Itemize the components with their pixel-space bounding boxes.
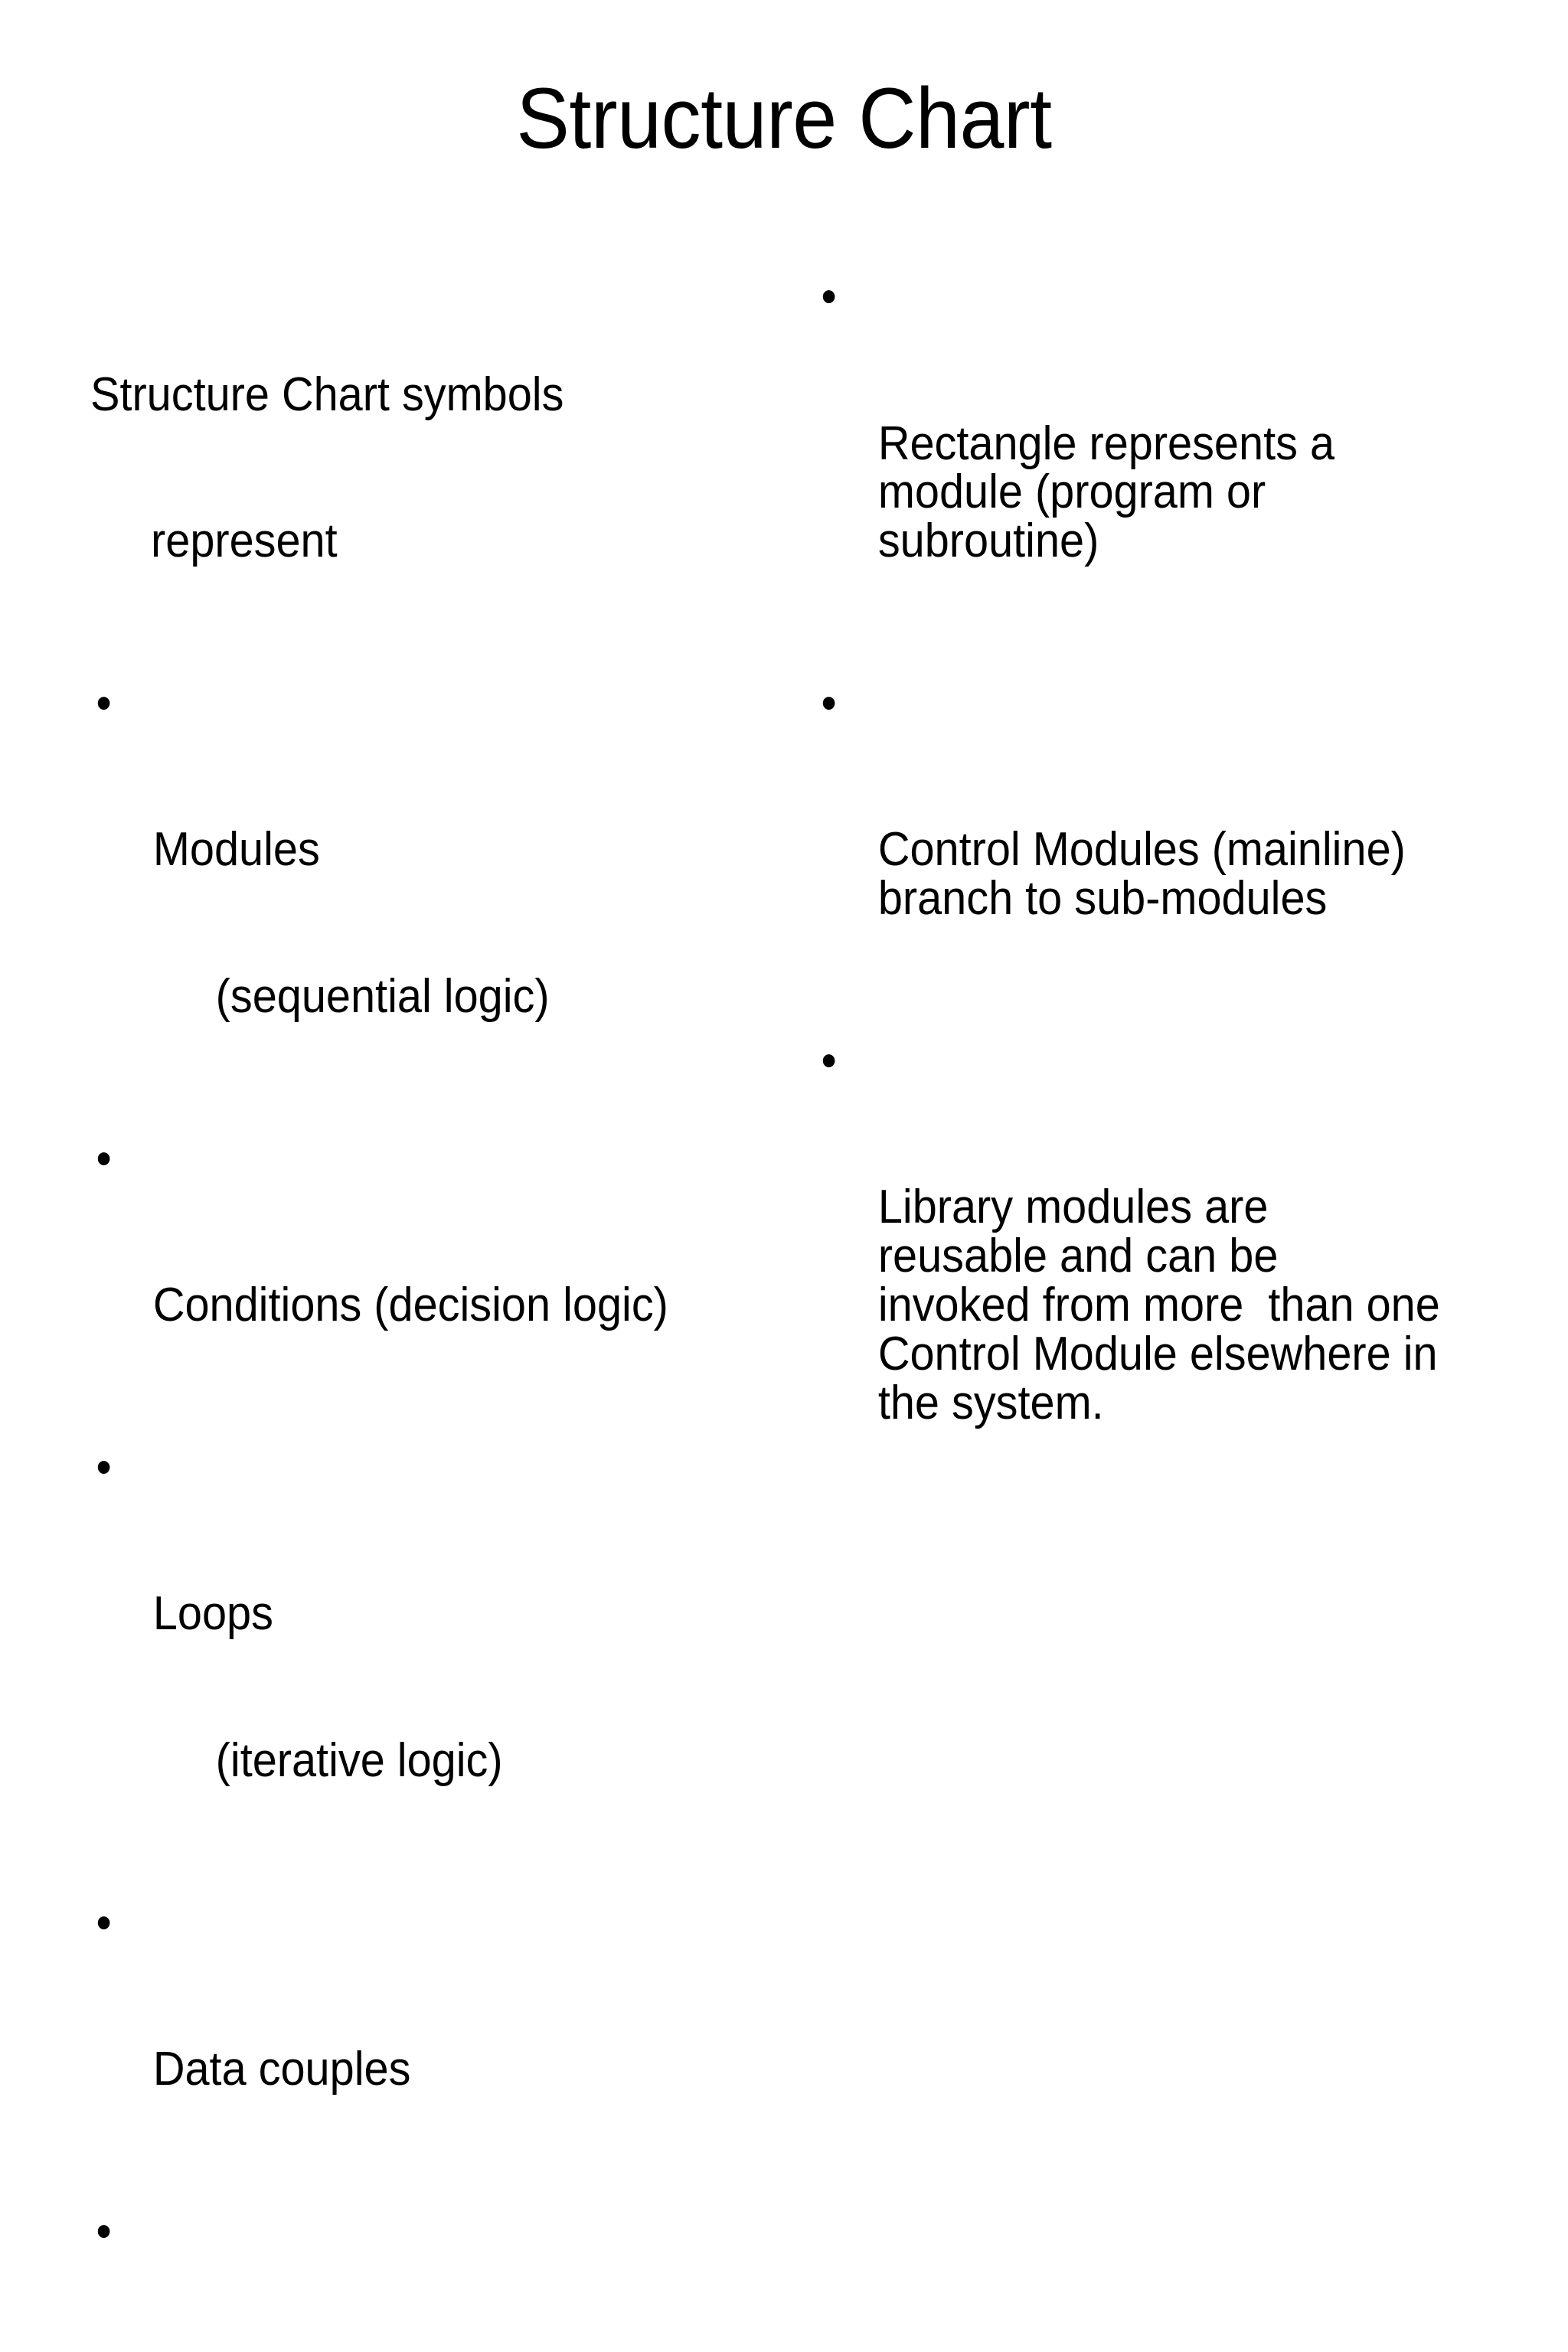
left-spacer-1: [90, 669, 764, 679]
right-bullet-control-modules: • Control Modules (mainline) branch to s…: [815, 679, 1442, 1021]
left-bullet-modules: • Modules (sequential logic): [90, 679, 717, 1119]
left-spacer-3: [90, 1433, 764, 1443]
left-bullet-loops-label: Loops: [152, 1587, 273, 1641]
left-intro-line-2: represent: [151, 514, 338, 568]
slide-title: Structure Chart: [516, 70, 1052, 166]
right-spacer-2: [815, 1027, 1489, 1037]
left-spacer-4: [90, 1889, 764, 1899]
right-content-column: • Rectangle represents a module (program…: [815, 273, 1489, 1530]
left-bullet-loops-sublabel: (iterative logic): [215, 1733, 503, 1787]
left-spacer-5: [90, 2197, 764, 2207]
left-bullet-conditions-label: Conditions (decision logic): [152, 1279, 668, 1332]
bullet-dot-icon: •: [821, 1034, 837, 1087]
right-bullet-library-modules: • Library modules are reusable and can b…: [815, 1037, 1442, 1526]
left-intro-paragraph: Structure Chart symbols represent: [90, 273, 717, 664]
bullet-dot-icon: •: [96, 1440, 112, 1494]
left-intro-line-1: Structure Chart symbols: [90, 368, 564, 421]
presentation-slide: Structure Chart Structure Chart symbols …: [0, 70, 1568, 2256]
right-bullet-rectangle-text: Rectangle represents a module (program o…: [877, 416, 1348, 568]
left-bullet-modules-label: Modules: [152, 823, 320, 877]
right-bullet-library-modules-text: Library modules are reusable and can be …: [877, 1181, 1452, 1429]
left-bullet-modules-sublabel: (sequential logic): [215, 970, 550, 1024]
bullet-dot-icon: •: [821, 270, 837, 323]
bullet-dot-icon: •: [96, 1896, 112, 1949]
bullet-dot-icon: •: [821, 676, 837, 730]
left-bullet-data-couples-label: Data couples: [152, 2043, 411, 2096]
left-content-column: Structure Chart symbols represent • Modu…: [90, 273, 764, 2352]
right-bullet-control-modules-text: Control Modules (mainline) branch to sub…: [877, 823, 1418, 926]
right-spacer-1: [815, 669, 1489, 679]
left-bullet-data-couples: • Data couples: [90, 1896, 717, 2192]
left-bullet-control-couples: • Control couples: [90, 2207, 717, 2352]
bullet-dot-icon: •: [96, 1132, 112, 1185]
bullet-dot-icon: •: [96, 2204, 112, 2258]
left-spacer-2: [90, 1125, 764, 1135]
right-bullet-rectangle: • Rectangle represents a module (program…: [815, 273, 1442, 664]
left-bullet-loops: • Loops (iterative logic): [90, 1440, 717, 1883]
bullet-dot-icon: •: [96, 676, 112, 730]
left-bullet-conditions: • Conditions (decision logic): [90, 1132, 717, 1428]
slide-body: Structure Chart symbols represent • Modu…: [0, 273, 1568, 2256]
